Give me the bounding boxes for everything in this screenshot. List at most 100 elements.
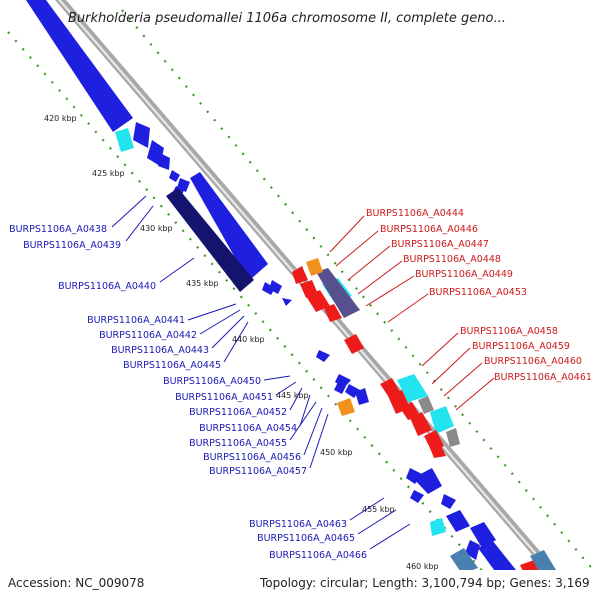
kbp-tick-label: 455 kbp	[362, 505, 395, 514]
gene-label[interactable]: BURPS1106A_A0465	[257, 533, 355, 544]
gene-block[interactable]	[520, 560, 540, 578]
gene-block[interactable]	[158, 154, 170, 170]
leader-line	[125, 205, 154, 242]
gene-block[interactable]	[355, 388, 369, 405]
gene-arrow[interactable]	[269, 280, 282, 294]
gene-arrow[interactable]	[406, 468, 422, 484]
gene-label[interactable]: BURPS1106A_A0442	[99, 330, 197, 341]
leader-line	[159, 257, 195, 283]
gene-arrow[interactable]	[410, 490, 424, 503]
leader-line	[421, 332, 459, 367]
gene-block-orange[interactable]	[306, 258, 323, 276]
gene-block-steel[interactable]	[450, 548, 478, 574]
gene-block-grey[interactable]	[446, 428, 460, 447]
kbp-tick-label: 420 kbp	[44, 114, 77, 123]
genome-summary-label: Topology: circular; Length: 3,100,794 bp…	[259, 576, 590, 590]
leader-line	[199, 309, 241, 335]
gene-block-purple[interactable]	[316, 268, 360, 318]
reverse-strand-genes	[292, 266, 540, 578]
gene-label[interactable]: BURPS1106A_A0460	[484, 356, 582, 367]
gene-arrow[interactable]	[410, 412, 432, 436]
gene-label[interactable]: BURPS1106A_A0446	[380, 224, 478, 235]
inner-dot-track	[7, 31, 484, 570]
kbp-tick-label: 425 kbp	[92, 169, 125, 178]
gene-arrow[interactable]	[316, 350, 330, 362]
gene-block[interactable]	[133, 122, 150, 148]
gene-label[interactable]: BURPS1106A_A0438	[9, 224, 107, 235]
gene-arrow[interactable]	[441, 494, 456, 509]
gene-label[interactable]: BURPS1106A_A0461	[494, 372, 592, 383]
gene-label[interactable]: BURPS1106A_A0447	[391, 239, 489, 250]
gene-block[interactable]	[147, 140, 164, 166]
leader-line	[357, 509, 397, 535]
kbp-tick-label: 440 kbp	[232, 335, 265, 344]
gene-label[interactable]: BURPS1106A_A0445	[123, 360, 221, 371]
leader-line	[443, 362, 483, 397]
right-gene-labels: BURPS1106A_A0444 BURPS1106A_A0446 BURPS1…	[366, 208, 592, 383]
leader-line	[223, 321, 249, 363]
gene-label[interactable]: BURPS1106A_A0455	[189, 438, 287, 449]
gene-block[interactable]	[430, 518, 446, 536]
gene-arrow[interactable]	[282, 298, 292, 306]
gene-label[interactable]: BURPS1106A_A0452	[189, 407, 287, 418]
gene-block[interactable]	[413, 468, 442, 494]
leader-line	[369, 523, 411, 550]
left-leader-lines	[111, 195, 411, 550]
gene-block[interactable]	[190, 172, 268, 278]
gene-label[interactable]: BURPS1106A_A0457	[209, 466, 307, 477]
gene-block[interactable]	[478, 540, 516, 578]
gene-label[interactable]: BURPS1106A_A0453	[429, 287, 527, 298]
gene-arrow[interactable]	[324, 304, 342, 322]
gene-label[interactable]: BURPS1106A_A0459	[472, 341, 570, 352]
gene-block[interactable]	[397, 374, 428, 402]
map-title: Burkholderia pseudomallei 1106a chromoso…	[68, 11, 506, 26]
gene-block-grey[interactable]	[418, 396, 434, 414]
right-leader-lines	[329, 215, 495, 411]
gene-label[interactable]: BURPS1106A_A0451	[175, 392, 273, 403]
gene-label[interactable]: BURPS1106A_A0448	[403, 254, 501, 265]
leader-line	[211, 315, 245, 349]
leader-line	[365, 275, 415, 307]
gene-arrow[interactable]	[292, 266, 308, 284]
leader-line	[387, 293, 429, 323]
leader-line	[289, 387, 303, 411]
gene-label[interactable]: BURPS1106A_A0463	[249, 519, 347, 530]
gene-label[interactable]: BURPS1106A_A0454	[199, 423, 297, 434]
gene-label[interactable]: BURPS1106A_A0458	[460, 326, 558, 337]
gene-block-orange[interactable]	[337, 398, 355, 416]
gene-label[interactable]: BURPS1106A_A0444	[366, 208, 464, 219]
leader-line	[275, 381, 297, 396]
kbp-tick-label: 430 kbp	[140, 224, 173, 233]
gene-arrow[interactable]	[334, 382, 346, 394]
gene-label[interactable]: BURPS1106A_A0443	[111, 345, 209, 356]
gene-label[interactable]: BURPS1106A_A0450	[163, 376, 261, 387]
leader-line	[303, 407, 323, 456]
gene-label[interactable]: BURPS1106A_A0439	[23, 240, 121, 251]
gene-block-dark[interactable]	[166, 188, 254, 292]
leader-line	[111, 195, 147, 228]
kbp-tick-labels: 420 kbp 425 kbp 430 kbp 435 kbp 440 kbp …	[44, 114, 439, 571]
leader-line	[289, 401, 317, 441]
leader-line	[335, 230, 379, 267]
gene-arrow[interactable]	[262, 282, 275, 295]
gene-block[interactable]	[26, 0, 133, 132]
gene-arrow[interactable]	[344, 334, 364, 354]
gene-block[interactable]	[115, 128, 134, 152]
gene-label[interactable]: BURPS1106A_A0456	[203, 452, 301, 463]
gene-arrow[interactable]	[380, 378, 400, 396]
gene-arrow[interactable]	[306, 290, 330, 312]
gene-label[interactable]: BURPS1106A_A0441	[87, 315, 185, 326]
gene-label[interactable]: BURPS1106A_A0440	[58, 281, 156, 292]
gene-block-steel[interactable]	[530, 550, 556, 576]
gene-block[interactable]	[430, 406, 454, 434]
kbp-tick-label: 460 kbp	[406, 562, 439, 571]
gene-arrow[interactable]	[169, 170, 180, 182]
kbp-tick-label: 435 kbp	[186, 279, 219, 288]
gene-arrow[interactable]	[430, 444, 446, 458]
gene-block[interactable]	[446, 510, 470, 532]
left-gene-labels: BURPS1106A_A0438 BURPS1106A_A0439 BURPS1…	[9, 224, 367, 561]
gene-label[interactable]: BURPS1106A_A0466	[269, 550, 367, 561]
gene-label[interactable]: BURPS1106A_A0449	[415, 269, 513, 280]
